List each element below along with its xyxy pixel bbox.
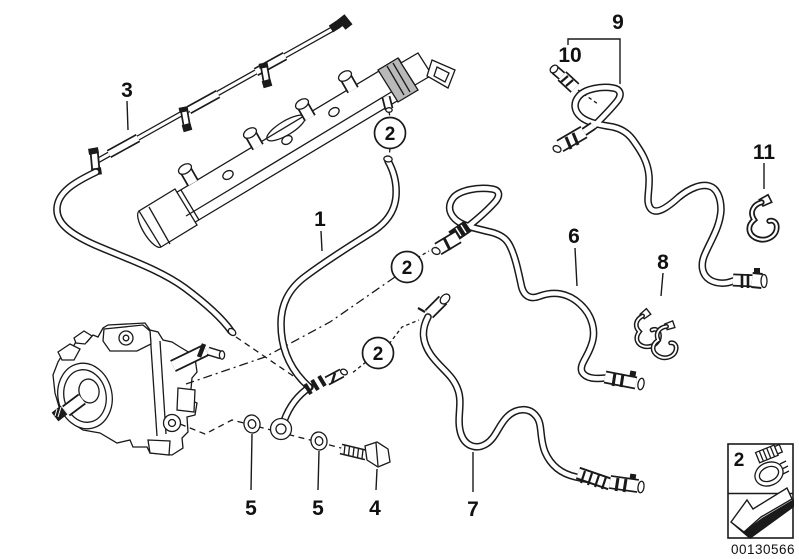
clip-8b-drawing: [652, 319, 680, 360]
hose-6-drawing: [431, 184, 645, 391]
label-5a[interactable]: 5: [245, 497, 257, 520]
image-number: 00130566: [731, 542, 795, 557]
callout-2-pump-number[interactable]: 2: [373, 344, 384, 365]
callout-2-rail-number[interactable]: 2: [385, 124, 396, 145]
callout-2-pump[interactable]: 2: [361, 336, 395, 370]
label-1[interactable]: 1: [314, 208, 326, 231]
label-3[interactable]: 3: [121, 79, 133, 102]
label-6[interactable]: 6: [568, 225, 580, 248]
legend-number[interactable]: 2: [734, 450, 745, 471]
pump-outlet-fitting: [170, 343, 226, 372]
hose-1-drawing: [277, 155, 400, 396]
fitting-10-drawing: [549, 64, 580, 93]
label-8[interactable]: 8: [657, 251, 669, 274]
label-11[interactable]: 11: [753, 141, 776, 164]
direction-arrow-icon: [730, 486, 794, 539]
pump-shaft: [51, 393, 86, 422]
label-10[interactable]: 10: [558, 44, 581, 67]
callout-2-middle[interactable]: 2: [390, 250, 424, 284]
clip-11-drawing: [749, 195, 776, 240]
banjo-bolt-4-drawing: [339, 441, 391, 468]
injection-pump-drawing: [51, 322, 226, 456]
callout-2-rail[interactable]: 2: [373, 116, 407, 150]
label-9[interactable]: 9: [612, 11, 624, 34]
rail-sensor: [377, 52, 456, 103]
hose-7-drawing: [417, 293, 645, 494]
rail-ports: [177, 70, 359, 187]
fuel-rail-drawing: [136, 52, 456, 249]
seal-washer-5b: [310, 431, 328, 451]
hose-clamp-icon: [754, 443, 790, 487]
leak-off-hose: [53, 168, 237, 337]
leak-off-t-fitting: [178, 106, 193, 133]
hose-9-drawing: [552, 83, 768, 289]
seal-washer-5a: [243, 414, 261, 434]
label-4[interactable]: 4: [369, 497, 381, 520]
leak-off-t-fitting: [258, 62, 273, 89]
label-7[interactable]: 7: [467, 498, 479, 521]
label-leaders: [126, 38, 765, 492]
legend-box[interactable]: 2: [727, 443, 794, 539]
label-5b[interactable]: 5: [312, 497, 324, 520]
leak-off-pipe-drawing: [53, 14, 353, 337]
callout-2-middle-number[interactable]: 2: [402, 258, 413, 279]
banjo-union-drawing: [269, 383, 314, 441]
